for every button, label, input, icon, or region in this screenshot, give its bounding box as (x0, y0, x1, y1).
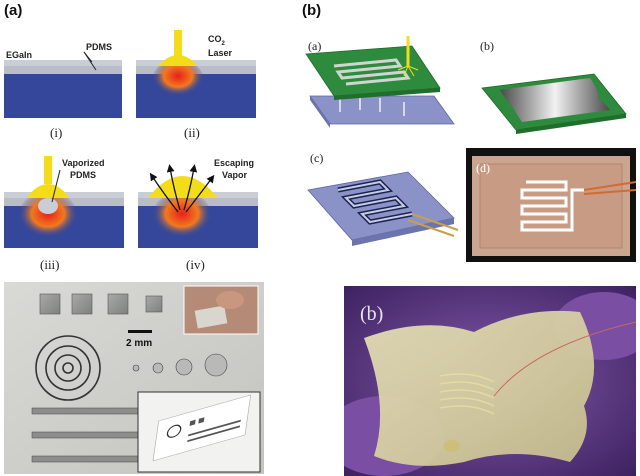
scale-bar-label: 2 mm (126, 338, 152, 349)
sub-b-label: (b) (480, 39, 494, 53)
laser-beam (174, 30, 182, 56)
stretched-device-photo: (b) (344, 286, 636, 476)
step-ii-diagram: CO2 Laser (136, 30, 256, 118)
caption-i: (i) (50, 125, 63, 140)
laser-label: Laser (208, 48, 233, 58)
caption-iii: (iii) (40, 257, 60, 272)
sub-b-stencil: (b) (480, 39, 627, 134)
vaporized-pdms-label: PDMS (70, 170, 96, 180)
sub-c-channel: (c) (307, 151, 459, 246)
pdms-label: PDMS (86, 42, 112, 52)
caption-ii: (ii) (184, 125, 200, 140)
sub-a-label: (a) (308, 39, 321, 53)
sub-a-laser-patterning: (a) (305, 36, 455, 128)
caption-iv: (iv) (186, 257, 205, 272)
step-iii-diagram: Vaporized PDMS (4, 156, 124, 248)
photo-b-label: (b) (360, 303, 383, 325)
step-i-diagram: EGaIn PDMS (4, 42, 122, 118)
step-iv-diagram: Escaping Vapor (138, 158, 258, 248)
panel-b-label: (b) (302, 2, 322, 19)
sub-d-device-photo: (d) (466, 148, 636, 262)
escaping-label: Escaping (214, 158, 254, 168)
vaporized-label: Vaporized (62, 158, 105, 168)
sub-d-label: (d) (476, 161, 490, 175)
egain-label: EGaIn (6, 50, 32, 60)
patterned-sample-photo: 2 mm (4, 282, 264, 474)
panel-a-label: (a) (4, 2, 23, 19)
sub-c-label: (c) (310, 151, 323, 165)
vapor-label: Vapor (222, 170, 248, 180)
co2-label: CO2 (208, 34, 226, 47)
